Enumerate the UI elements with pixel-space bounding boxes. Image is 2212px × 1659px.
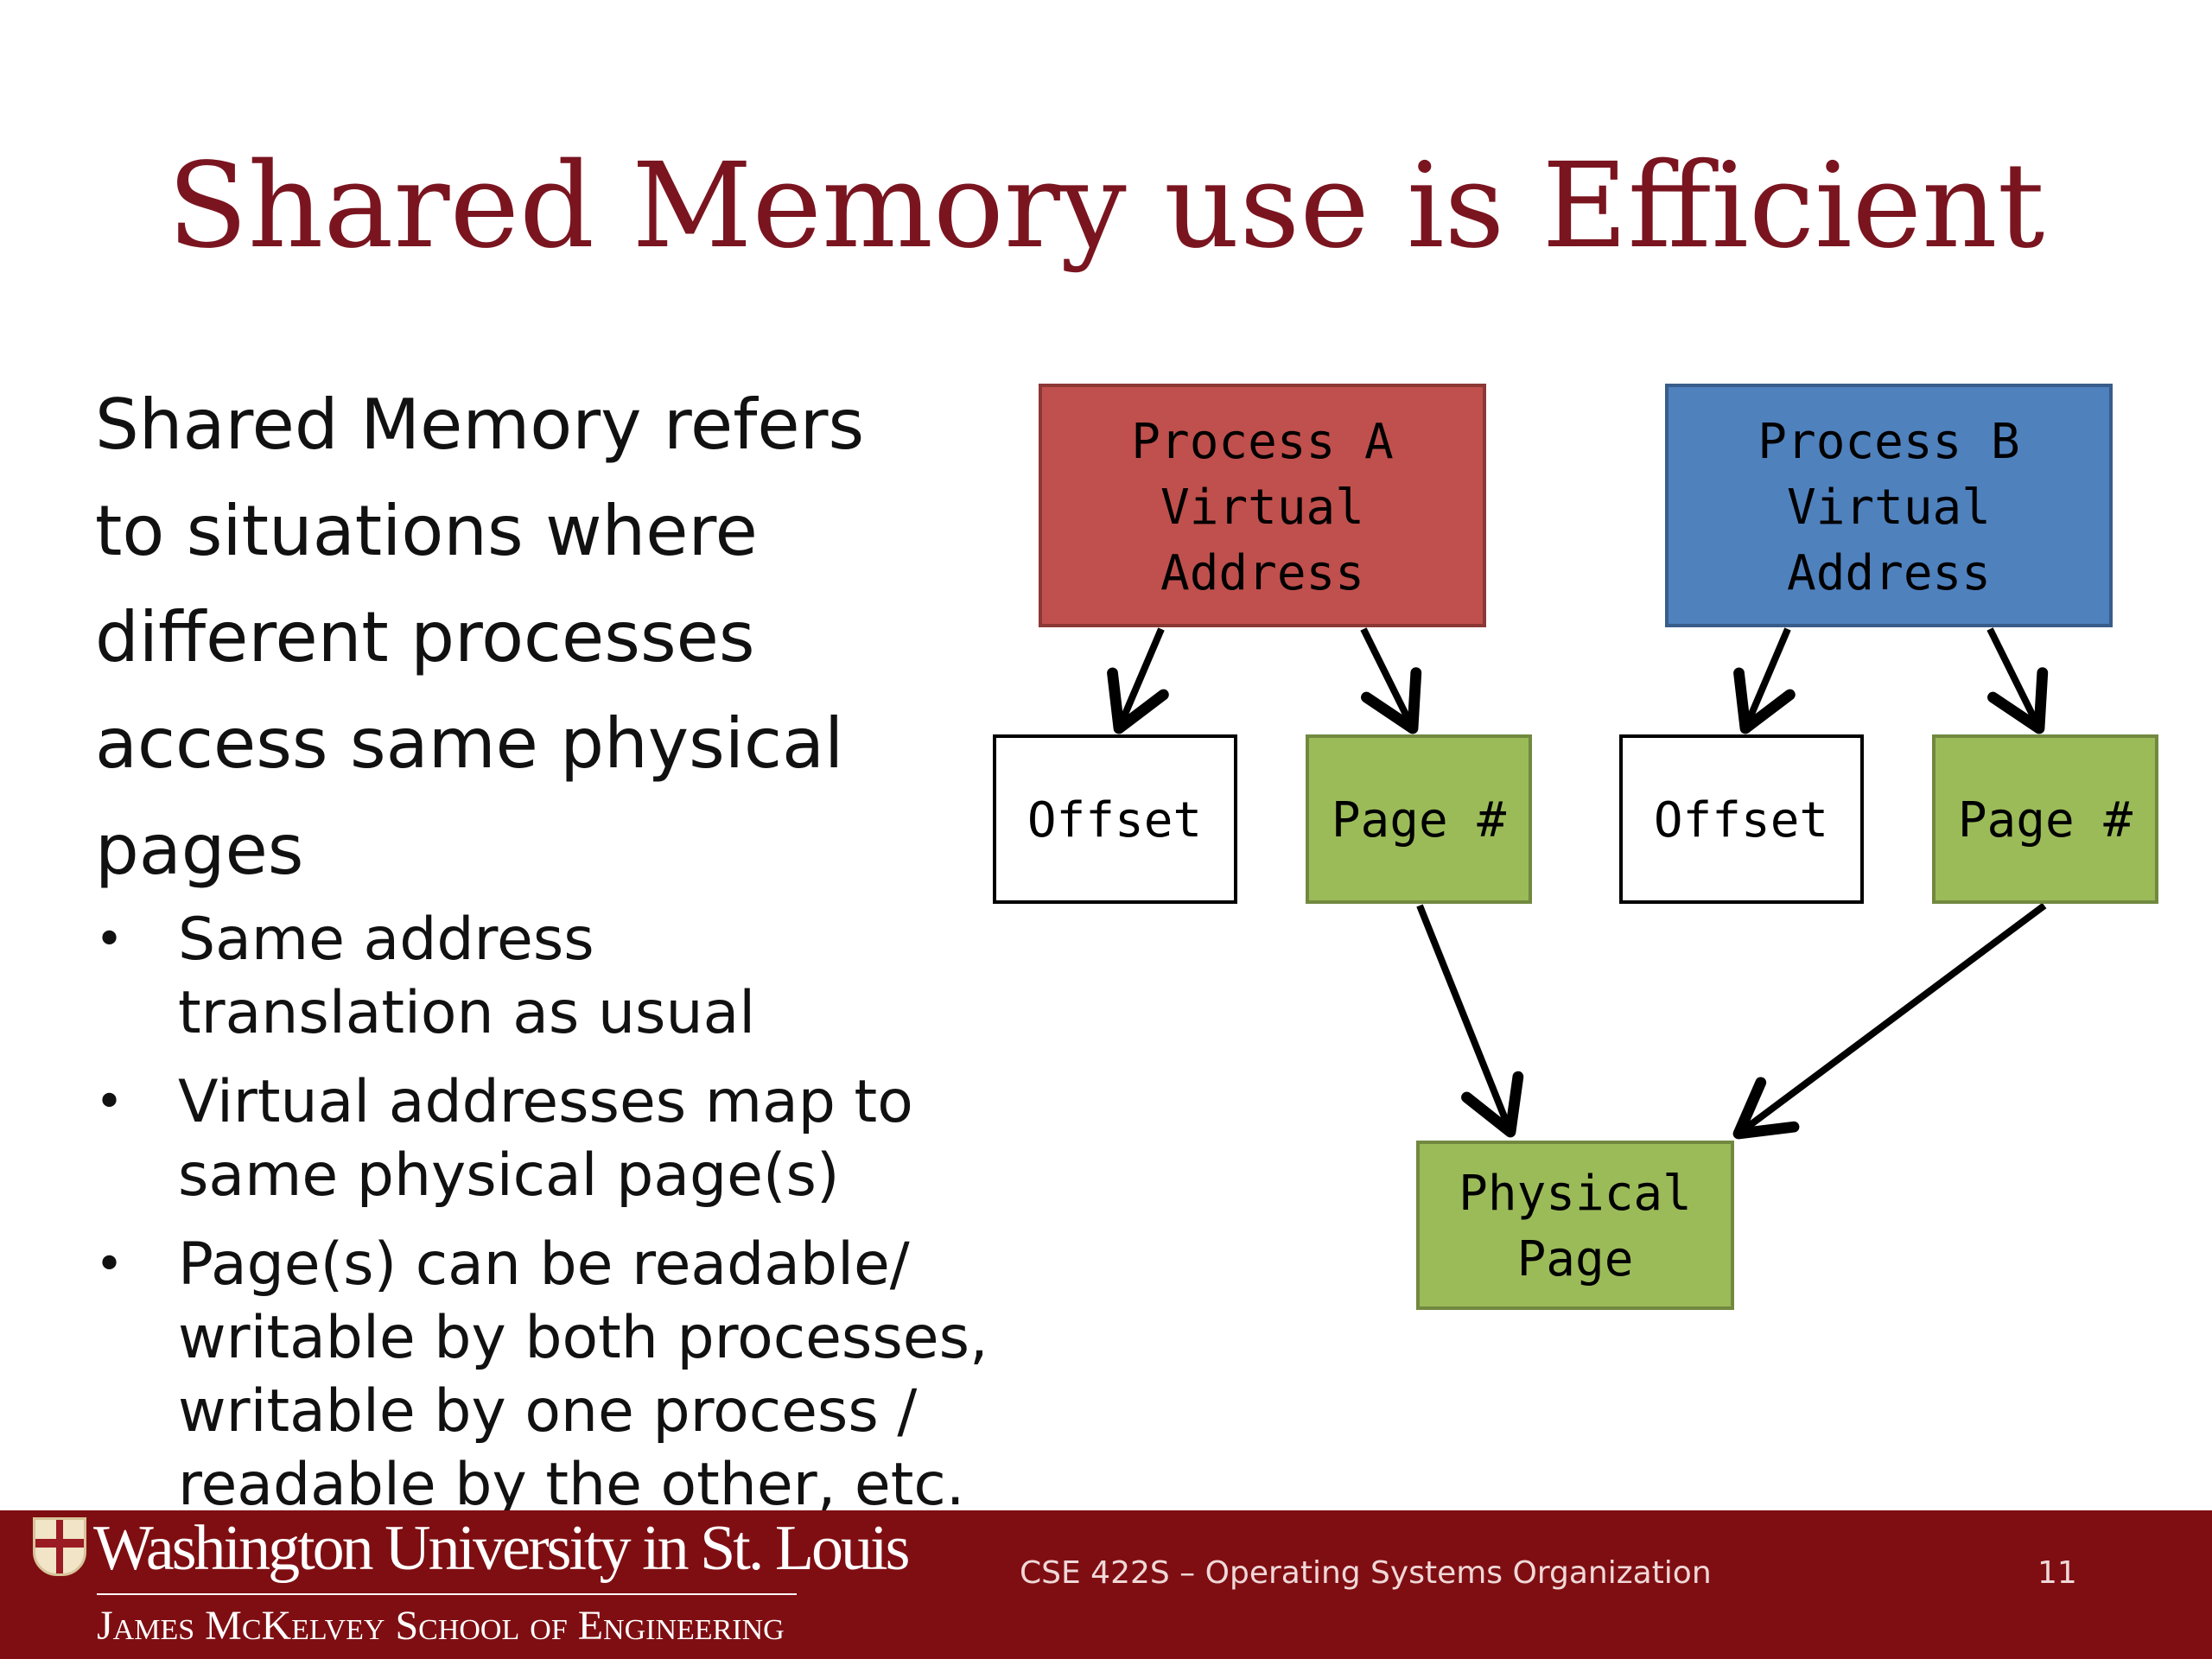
offset-a-box: Offset: [993, 734, 1237, 904]
slide-number: 11: [2037, 1555, 2077, 1591]
arrow-a-to-page: [1360, 627, 1422, 734]
offset-a-label: Offset: [1027, 792, 1202, 849]
bullet-item: • Virtual addresses map to same physical…: [95, 1065, 1046, 1212]
page-b-box: Page #: [1932, 734, 2158, 904]
university-name: Washington University in St. Louis: [93, 1513, 910, 1584]
process-a-line: Virtual: [1160, 480, 1364, 536]
process-b-box: Process B Virtual Address: [1665, 384, 2113, 627]
process-b-line: Address: [1787, 545, 1991, 601]
physical-page-line: Page: [1517, 1231, 1634, 1287]
bullet-line: Same address: [178, 906, 594, 974]
course-title: CSE 422S – Operating Systems Organizatio…: [1020, 1555, 1712, 1591]
bullet-line: writable by both processes,: [178, 1304, 988, 1372]
slide-title: Shared Memory use is Efficient: [167, 138, 2045, 275]
bullet-marker: •: [95, 1236, 124, 1293]
intro-line: different processes: [95, 597, 755, 677]
offset-b-box: Offset: [1619, 734, 1864, 904]
footer-divider: [97, 1593, 797, 1595]
school-name: James McKelvey School of Engineering: [97, 1603, 785, 1649]
arrow-page-b-to-physical: [1732, 902, 2047, 1140]
process-a-rect: [1039, 384, 1486, 627]
arrow-a-to-offset: [1107, 627, 1169, 734]
physical-page-line: Physical: [1459, 1166, 1692, 1222]
physical-page-box: Physical Page: [1416, 1141, 1734, 1310]
process-b-line: Virtual: [1787, 480, 1991, 536]
bullet-line: same physical page(s): [178, 1141, 840, 1210]
arrow-b-to-page: [1986, 627, 2049, 734]
process-a-box: Process A Virtual Address: [1039, 384, 1486, 627]
intro-paragraph: Shared Memory refers to situations where…: [95, 372, 1002, 903]
bullet-line: readable by the other, etc.: [178, 1451, 965, 1519]
bullet-line: translation as usual: [178, 979, 756, 1047]
page-b-rect: [1932, 734, 2158, 904]
university-seal-icon: [33, 1517, 86, 1576]
bullet-line: writable by one process /: [178, 1377, 918, 1446]
arrows: [1107, 627, 2049, 1140]
process-a-line: Process A: [1131, 414, 1393, 470]
bullet-item: • Page(s) can be readable/ writable by b…: [95, 1228, 1046, 1522]
process-b-rect: [1665, 384, 2113, 627]
bullet-line: Virtual addresses map to: [178, 1068, 913, 1136]
process-b-line: Process B: [1758, 414, 2019, 470]
bullet-marker: •: [95, 1074, 124, 1130]
bullet-list: • Same address translation as usual • Vi…: [95, 903, 1046, 1537]
page-a-box: Page #: [1306, 734, 1532, 904]
page-b-label: Page #: [1958, 792, 2133, 849]
process-a-line: Address: [1160, 545, 1364, 601]
arrow-b-to-offset: [1733, 627, 1796, 734]
intro-line: pages: [95, 810, 304, 890]
offset-b-label: Offset: [1654, 792, 1828, 849]
bullet-line: Page(s) can be readable/: [178, 1230, 910, 1299]
bullet-item: • Same address translation as usual: [95, 903, 1046, 1050]
page-a-rect: [1306, 734, 1532, 904]
bullet-marker: •: [95, 912, 124, 968]
intro-line: Shared Memory refers: [95, 385, 865, 465]
intro-line: to situations where: [95, 491, 758, 571]
intro-line: access same physical: [95, 703, 844, 784]
physical-page-rect: [1416, 1141, 1734, 1310]
footer-bar: Washington University in St. Louis James…: [0, 1510, 2212, 1659]
arrow-page-a-to-physical: [1416, 904, 1524, 1138]
page-a-label: Page #: [1332, 792, 1507, 849]
